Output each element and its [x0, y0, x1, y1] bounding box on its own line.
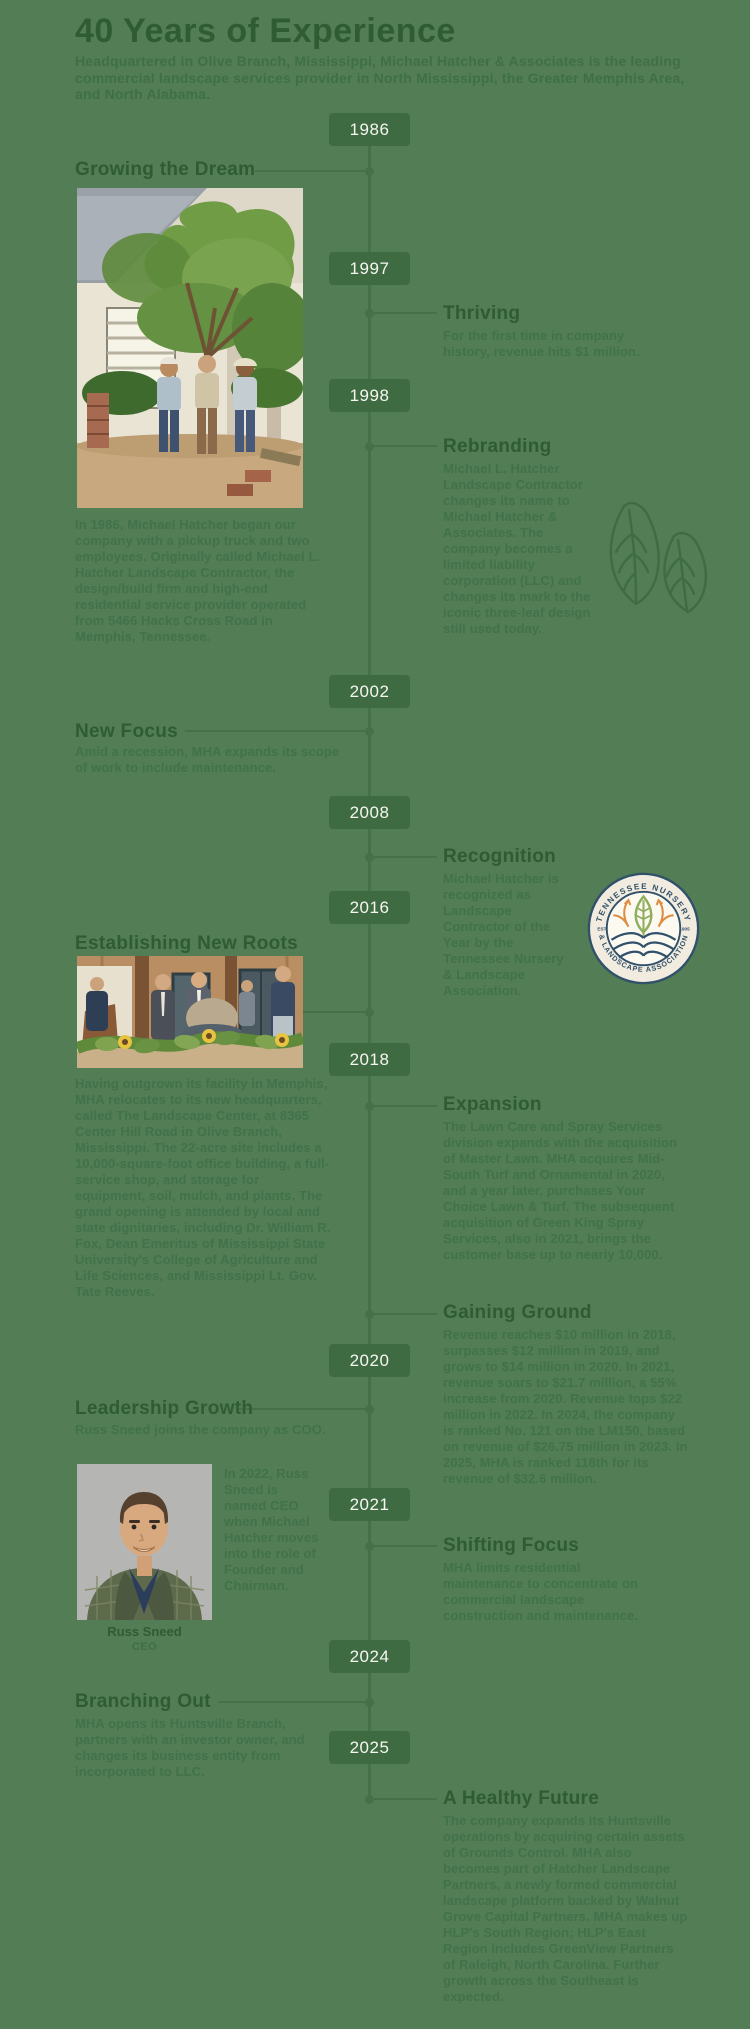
section-body-branching-out: MHA opens its Huntsville Branch, partner… — [75, 1716, 305, 1779]
section-body-new-focus: Amid a recession, MHA expands its scope … — [75, 744, 340, 775]
timeline-dot — [365, 442, 374, 451]
year-badge-2024: 2024 — [329, 1640, 410, 1673]
year-label: 2008 — [349, 802, 390, 822]
section-title-leadership-growth: Leadership Growth — [75, 1398, 254, 1419]
portrait-caption-role: CEO — [131, 1641, 158, 1653]
connector-leadership — [238, 1408, 369, 1410]
section-title-growing-the-dream: Growing the Dream — [75, 159, 256, 180]
section-body-leadership-growth: Russ Sneed joins the company as COO. — [75, 1422, 326, 1437]
year-badge-2016: 2016 — [329, 891, 410, 924]
award-year-label: 1905 — [679, 926, 690, 931]
year-badge-1997: 1997 — [329, 252, 410, 285]
connector-growing — [255, 170, 369, 172]
intro-paragraph: Headquartered in Olive Branch, Mississip… — [75, 53, 685, 102]
year-badge-1986: 1986 — [329, 113, 410, 146]
year-label: 2018 — [349, 1049, 390, 1069]
connector-rebranding — [371, 445, 437, 447]
year-badge-1998: 1998 — [329, 379, 410, 412]
company-founding-photo — [77, 188, 303, 508]
award-leaf — [634, 894, 653, 938]
connector-gaining — [371, 1313, 437, 1315]
timeline-dot — [365, 1795, 374, 1804]
connector-future — [371, 1798, 437, 1800]
section-body-a-healthy-future: The company expands its Huntsville opera… — [443, 1813, 688, 2004]
year-badge-2002: 2002 — [329, 675, 410, 708]
section-title-thriving: Thriving — [443, 303, 521, 324]
leaf-sketch-icon — [609, 501, 708, 614]
award-orange-branches — [613, 898, 674, 928]
section-body-rebranding: Michael L. Hatcher Landscape Contractor … — [443, 461, 591, 636]
section-title-gaining-ground: Gaining Ground — [443, 1302, 592, 1323]
timeline-dot — [365, 1102, 374, 1111]
award-est-label: EST. — [597, 926, 607, 931]
crew-member-center — [195, 355, 219, 454]
timeline-dot — [365, 1698, 374, 1707]
year-label: 2020 — [349, 1350, 390, 1370]
timeline-dot — [365, 1542, 374, 1551]
executive-one — [151, 974, 175, 1040]
connector-new-focus — [185, 730, 369, 732]
year-label: 1998 — [349, 385, 390, 405]
timeline-dot — [365, 309, 374, 318]
timeline-dot — [365, 1008, 374, 1017]
connector-branching — [218, 1701, 369, 1703]
section-body-growing-the-dream: In 1986, Michael Hatcher began our compa… — [75, 517, 321, 644]
section-title-branching-out: Branching Out — [75, 1691, 211, 1712]
attendee-left — [86, 977, 108, 1031]
connector-establishing — [303, 1011, 369, 1013]
section-body-shifting-focus: MHA limits residential maintenance to co… — [443, 1560, 639, 1623]
section-title-establishing-new-roots: Establishing New Roots — [75, 933, 299, 954]
award-field-lines — [610, 932, 677, 959]
portrait-caption-name: Russ Sneed — [107, 1624, 182, 1639]
section-title-rebranding: Rebranding — [443, 436, 552, 457]
leadership-side-note: In 2022, Russ Sneed is named CEO when Mi… — [224, 1466, 319, 1593]
section-title-new-focus: New Focus — [75, 721, 178, 742]
crew-member-left — [157, 357, 181, 452]
timeline-dot — [365, 1310, 374, 1319]
connector-shifting — [371, 1545, 437, 1547]
section-body-establishing-new-roots: Having outgrown its facility in Memphis,… — [75, 1076, 331, 1299]
page-title: 40 Years of Experience — [75, 12, 456, 50]
connector-recognition — [371, 856, 437, 858]
russ-sneed-portrait — [77, 1464, 212, 1620]
section-title-recognition: Recognition — [443, 846, 557, 867]
ribbon-cutting-photo — [77, 956, 303, 1068]
year-label: 2002 — [349, 681, 390, 701]
crew-member-right — [233, 358, 257, 452]
timeline-dot — [365, 167, 374, 176]
connector-thriving — [371, 312, 437, 314]
year-badge-2020: 2020 — [329, 1344, 410, 1377]
year-label: 2025 — [349, 1737, 390, 1757]
year-badge-2008: 2008 — [329, 796, 410, 829]
section-body-thriving: For the first time in company history, r… — [443, 328, 640, 359]
year-label: 1997 — [349, 258, 390, 278]
tnla-award-badge: TENNESSEE NURSERY & LANDSCAPE ASSOCIATIO… — [587, 872, 700, 985]
timeline-dot — [365, 727, 374, 736]
connector-expansion — [371, 1105, 437, 1107]
section-title-expansion: Expansion — [443, 1094, 542, 1115]
section-body-recognition: Michael Hatcher is recognized as Landsca… — [443, 871, 564, 998]
attendee-back — [239, 980, 255, 1026]
section-body-gaining-ground: Revenue reaches $10 million in 2018, sur… — [443, 1327, 688, 1486]
year-badge-2025: 2025 — [329, 1731, 410, 1764]
sunflowers — [118, 1029, 289, 1049]
timeline-dot — [365, 853, 374, 862]
timeline-spine — [368, 130, 371, 1800]
section-body-expansion: The Lawn Care and Spray Services divisio… — [443, 1119, 678, 1262]
year-badge-2021: 2021 — [329, 1488, 410, 1521]
year-label: 2016 — [349, 897, 390, 917]
timeline-dot — [365, 1405, 374, 1414]
year-label: 2024 — [349, 1646, 390, 1666]
year-label: 1986 — [349, 119, 390, 139]
year-badge-2018: 2018 — [329, 1043, 410, 1076]
section-title-a-healthy-future: A Healthy Future — [443, 1788, 600, 1809]
year-label: 2021 — [349, 1494, 390, 1514]
section-title-shifting-focus: Shifting Focus — [443, 1535, 580, 1556]
